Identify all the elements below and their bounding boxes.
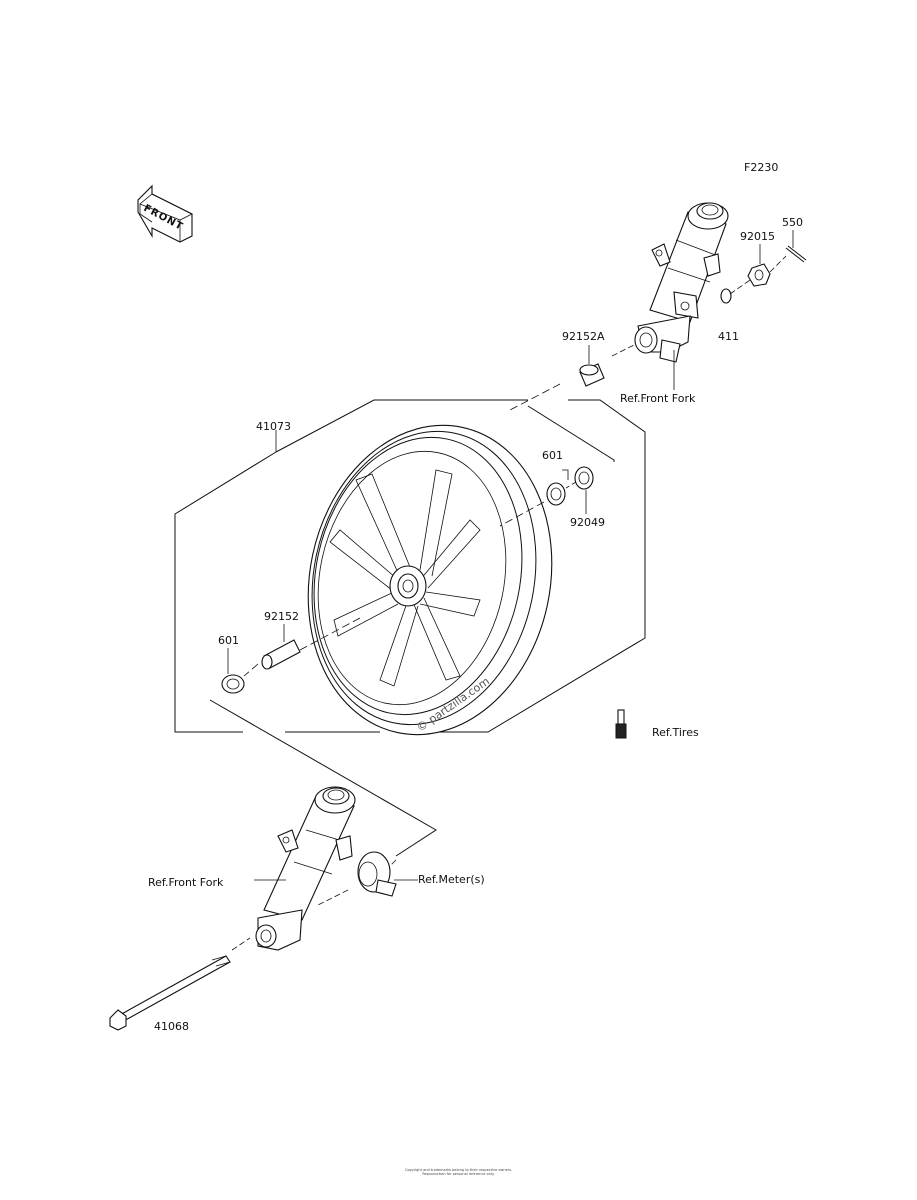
label-41068: 41068	[154, 1020, 189, 1033]
front-fork-right-leg	[634, 202, 729, 363]
bearing-601-left	[221, 674, 245, 694]
label-ref-front-fork-top: Ref.Front Fork	[620, 392, 696, 405]
label-92049: 92049	[570, 516, 605, 529]
front-arrow-icon	[137, 184, 193, 243]
label-92015: 92015	[740, 230, 775, 243]
label-601-top: 601	[542, 449, 563, 462]
group-bracket	[174, 399, 646, 733]
wheel-41073	[307, 424, 553, 736]
label-411: 411	[718, 330, 739, 343]
label-41073: 41073	[256, 420, 291, 433]
front-fork-left-leg	[255, 786, 356, 951]
oil-seal-92049	[574, 466, 594, 490]
label-ref-front-fork-bottom: Ref.Front Fork	[148, 876, 224, 889]
label-601-left: 601	[218, 634, 239, 647]
label-92152A: 92152A	[562, 330, 605, 343]
copyright-footer: Copyright and trademarks belong to their…	[0, 1168, 917, 1176]
footer-line-1: Copyright and trademarks belong to their…	[404, 1168, 513, 1172]
cotter-pin-550	[785, 245, 807, 263]
axle-41068	[109, 955, 231, 1031]
washer-411	[720, 288, 732, 304]
collar-92152A	[579, 363, 605, 387]
label-ref-meters: Ref.Meter(s)	[418, 873, 485, 886]
collar-92152	[261, 639, 301, 670]
meter-gear-housing	[357, 851, 397, 897]
label-ref-tires: Ref.Tires	[652, 726, 699, 739]
label-550: 550	[782, 216, 803, 229]
footer-line-2: Reproduction for personal reference only…	[422, 1172, 495, 1176]
tire-valve-icon	[615, 709, 627, 739]
bearing-601-top	[546, 482, 566, 506]
label-92152: 92152	[264, 610, 299, 623]
diagram-code: F2230	[744, 161, 778, 174]
nut-92015	[747, 263, 771, 287]
